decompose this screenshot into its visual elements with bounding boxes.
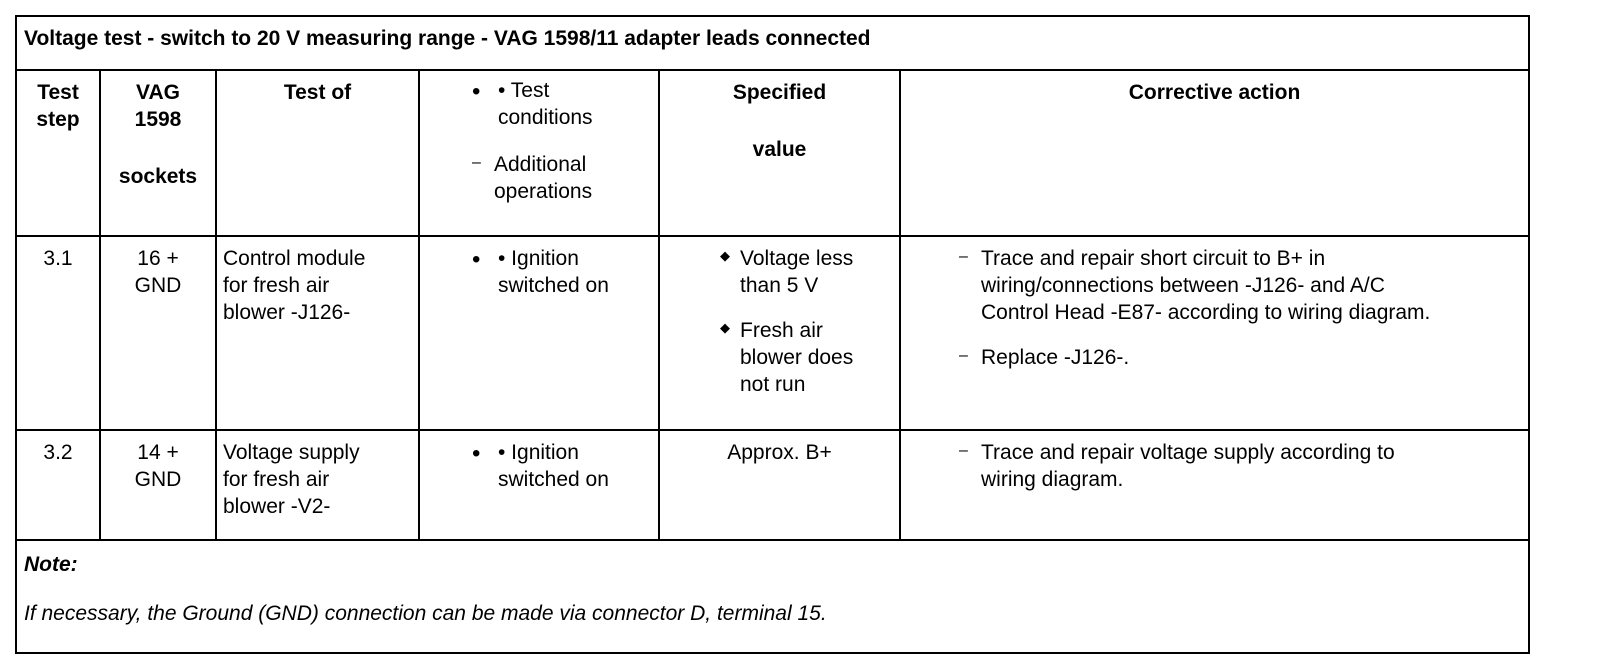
specified-value-cell: Approx. B+: [658, 429, 901, 541]
dash-icon: –: [472, 154, 481, 171]
dash-icon: –: [959, 442, 968, 459]
test-step-cell: 3.2: [15, 429, 101, 541]
header-test-of: Test of: [215, 69, 420, 237]
voltage-test-table: Voltage test - switch to 20 V measuring …: [14, 15, 1531, 654]
table-row: 3.1 16 + GND Control module for fresh ai…: [15, 235, 1531, 431]
bullet-dot-icon: •: [472, 440, 481, 467]
table-title: Voltage test - switch to 20 V measuring …: [14, 15, 1531, 71]
table-row: 3.2 14 + GND Voltage supply for fresh ai…: [15, 429, 1531, 541]
header-vag-sockets: VAG 1598 sockets: [99, 69, 217, 237]
bullet-dot-icon: •: [472, 246, 481, 273]
test-step-cell: 3.1: [15, 235, 101, 431]
note-title: Note:: [24, 553, 78, 576]
test-of-cell: Control module for fresh air blower -J12…: [215, 235, 420, 431]
corrective-action-cell: – Trace and repair voltage supply accord…: [898, 429, 1531, 541]
test-of-cell: Voltage supply for fresh air blower -V2-: [215, 429, 420, 541]
sockets-cell: 14 + GND: [99, 429, 217, 541]
header-test-step: Test step: [15, 69, 101, 237]
note-cell: Note: If necessary, the Ground (GND) con…: [14, 539, 1531, 654]
table-title-row: Voltage test - switch to 20 V measuring …: [14, 15, 1531, 71]
dash-icon: –: [959, 248, 968, 265]
header-specified-value: Specified value: [658, 69, 901, 237]
condition-cell: • • Ignition switched on: [418, 429, 660, 541]
header-corrective-action: Corrective action: [898, 69, 1531, 237]
diamond-bullet-icon: ◆: [720, 320, 730, 335]
bullet-dot-icon: •: [472, 78, 481, 105]
note-row: Note: If necessary, the Ground (GND) con…: [14, 539, 1531, 654]
diamond-bullet-icon: ◆: [720, 248, 730, 263]
specified-value-cell: ◆ Voltage less than 5 V ◆ Fresh air blow…: [658, 235, 901, 431]
condition-cell: • • Ignition switched on: [418, 235, 660, 431]
header-row: Test step VAG 1598 sockets Test of • • T…: [15, 69, 1531, 237]
sockets-cell: 16 + GND: [99, 235, 217, 431]
dash-icon: –: [959, 347, 968, 364]
header-conditions: • • Test conditions – Additional operati…: [418, 69, 660, 237]
corrective-action-cell: – Trace and repair short circuit to B+ i…: [898, 235, 1531, 431]
note-text: If necessary, the Ground (GND) connectio…: [24, 602, 827, 625]
